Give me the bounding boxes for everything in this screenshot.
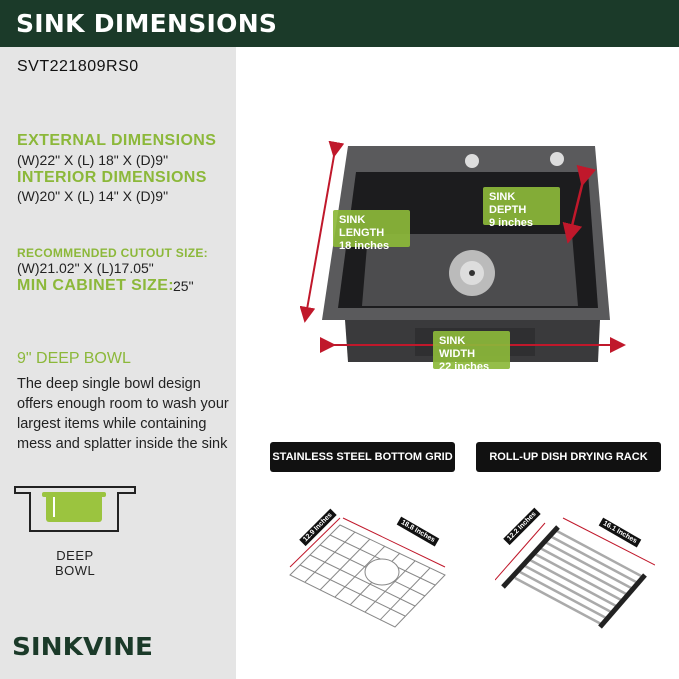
width-title: SINK WIDTH (439, 335, 476, 360)
cabinet-value: 25" (173, 278, 194, 294)
depth-title: SINK DEPTH (489, 191, 527, 216)
deep-bowl-icon (14, 486, 136, 532)
feature-heading: 9" DEEP BOWL (17, 350, 131, 367)
interior-heading: INTERIOR DIMENSIONS (17, 169, 207, 186)
sink-width-label: SINK WIDTH 22 inches (433, 331, 510, 373)
model-number: SVT221809RS0 (17, 58, 139, 75)
external-heading: EXTERNAL DIMENSIONS (17, 132, 217, 149)
length-title: SINK LENGTH (339, 214, 385, 239)
cutout-heading: RECOMMENDED CUTOUT SIZE: (17, 246, 208, 260)
cabinet-heading: MIN CABINET SIZE: (17, 277, 175, 294)
length-value: 18 inches (339, 240, 390, 252)
interior-value: (W)20" X (L) 14" X (D)9" (17, 188, 169, 204)
bottom-grid-label: STAINLESS STEEL BOTTOM GRID (270, 442, 455, 472)
deep-label: DEEP (56, 548, 94, 563)
page-title: SINK DIMENSIONS (16, 9, 278, 38)
sink-depth-label: SINK DEPTH 9 inches (483, 187, 560, 229)
drying-rack-label: ROLL-UP DISH DRYING RACK (476, 442, 661, 472)
width-value: 22 inches (439, 361, 490, 373)
external-value: (W)22" X (L) 18" X (D)9" (17, 152, 169, 168)
header-banner: SINK DIMENSIONS (0, 0, 679, 47)
brand-logo: SINKVINE (12, 632, 153, 661)
spec-panel (0, 47, 236, 679)
sink-length-label: SINK LENGTH 18 inches (333, 210, 410, 252)
feature-description: The deep single bowl design offers enoug… (17, 376, 229, 452)
bottom-grid-image (289, 517, 446, 628)
depth-value: 9 inches (489, 217, 534, 229)
drying-rack-image (495, 517, 655, 629)
cutout-value: (W)21.02" X (L)17.05" (17, 260, 154, 276)
deep-bowl-label: DEEP BOWL (55, 548, 95, 578)
bowl-label: BOWL (55, 563, 96, 578)
